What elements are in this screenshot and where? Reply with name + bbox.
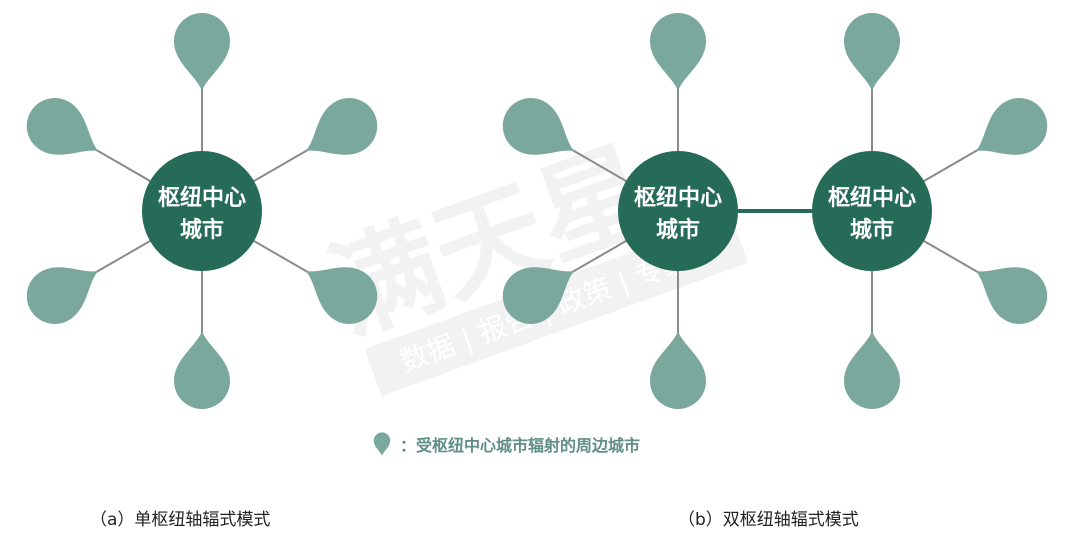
- peripheral-city-marker: [502, 98, 575, 155]
- legend: ：受枢纽中心城市辐射的周边城市: [372, 431, 640, 457]
- hub-city-circle: [618, 151, 738, 271]
- hub-label-line2: 城市: [180, 217, 224, 243]
- peripheral-city-marker: [305, 98, 378, 155]
- peripheral-city-marker: [26, 98, 99, 155]
- peripheral-city-marker: [650, 331, 706, 409]
- peripheral-city-marker: [975, 267, 1048, 324]
- peripheral-city-marker: [26, 267, 99, 324]
- caption-b: （b）双枢纽轴辐式模式: [678, 510, 859, 530]
- hub-label-line2: 城市: [656, 217, 700, 243]
- peripheral-city-marker: [305, 267, 378, 324]
- legend-text: ：受枢纽中心城市辐射的周边城市: [400, 436, 641, 455]
- hub-city-circle: [812, 151, 932, 271]
- caption-a: （a）单枢纽轴辐式模式: [90, 510, 271, 530]
- peripheral-city-marker: [174, 13, 230, 91]
- peripheral-city-marker: [975, 98, 1048, 155]
- hub-label-line1: 枢纽中心: [158, 185, 246, 211]
- peripheral-city-marker: [650, 13, 706, 91]
- hub-label-line2: 城市: [850, 217, 894, 243]
- peripheral-city-marker: [844, 13, 900, 91]
- diagram-double-hub: 枢纽中心城市 枢纽中心城市: [502, 13, 1048, 409]
- map-pin-icon: [373, 432, 391, 456]
- diagram-single-hub: 枢纽中心城市: [26, 13, 378, 409]
- peripheral-city-marker: [844, 331, 900, 409]
- peripheral-city-marker: [502, 267, 575, 324]
- hub-label-line1: 枢纽中心: [828, 185, 916, 211]
- hub-city-circle: [142, 151, 262, 271]
- hub-label-line1: 枢纽中心: [634, 185, 722, 211]
- peripheral-city-marker: [174, 331, 230, 409]
